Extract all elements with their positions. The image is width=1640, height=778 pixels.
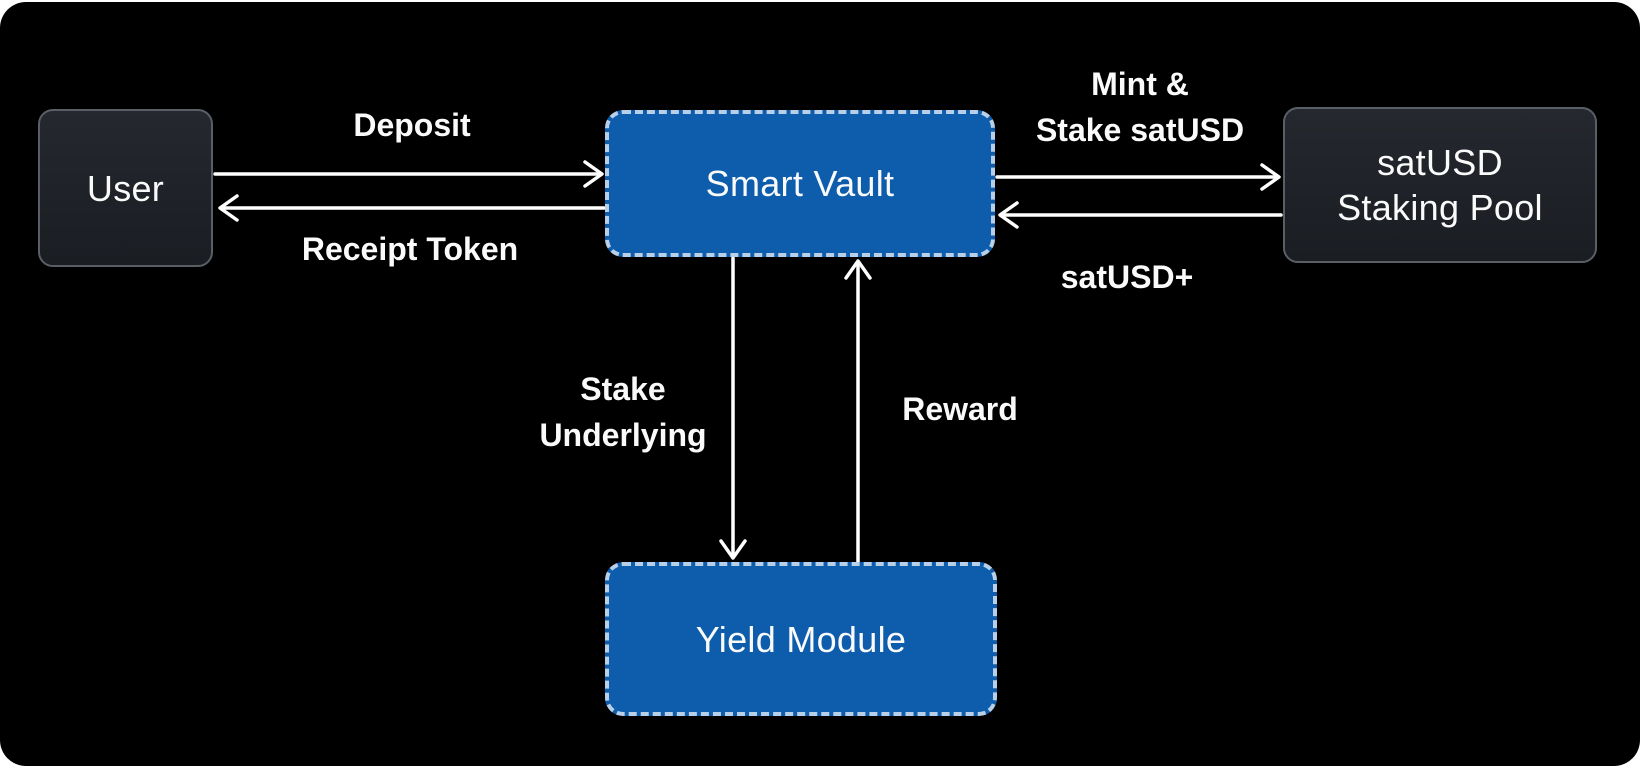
- node-staking-pool-line2: Staking Pool: [1337, 187, 1543, 228]
- node-smart-vault-label: Smart Vault: [705, 163, 895, 204]
- node-user-label: User: [86, 167, 165, 209]
- reward-label: Reward: [902, 391, 1018, 427]
- receipt-token-label: Receipt Token: [301, 231, 519, 267]
- satusd-plus-label: satUSD+: [1060, 259, 1194, 295]
- stake-underlying-arrow: [719, 256, 747, 560]
- node-yield-module: Yield Module: [605, 562, 997, 716]
- mint-stake-label: Mint & Stake satUSD: [1036, 61, 1244, 153]
- node-staking-pool-label: satUSD Staking Pool: [1337, 140, 1543, 230]
- stake-underlying-label: Stake Underlying: [539, 366, 706, 458]
- reward-arrow: [844, 259, 872, 564]
- node-staking-pool-line1: satUSD: [1377, 142, 1503, 183]
- mint-stake-arrow: [995, 163, 1281, 191]
- stake-underlying-label-line2: Underlying: [539, 417, 707, 453]
- node-smart-vault: Smart Vault: [605, 110, 995, 257]
- deposit-label: Deposit: [353, 107, 471, 143]
- receipt-token-arrow: [218, 194, 606, 222]
- mint-stake-label-line1: Mint &: [1091, 66, 1189, 102]
- deposit-arrow: [213, 160, 604, 188]
- node-staking-pool: satUSD Staking Pool: [1283, 107, 1597, 263]
- node-yield-module-label: Yield Module: [695, 618, 907, 660]
- mint-stake-label-line2: Stake satUSD: [1035, 112, 1245, 148]
- stake-underlying-label-line1: Stake: [580, 371, 666, 407]
- satusd-plus-arrow: [998, 201, 1283, 229]
- node-user: User: [38, 109, 213, 267]
